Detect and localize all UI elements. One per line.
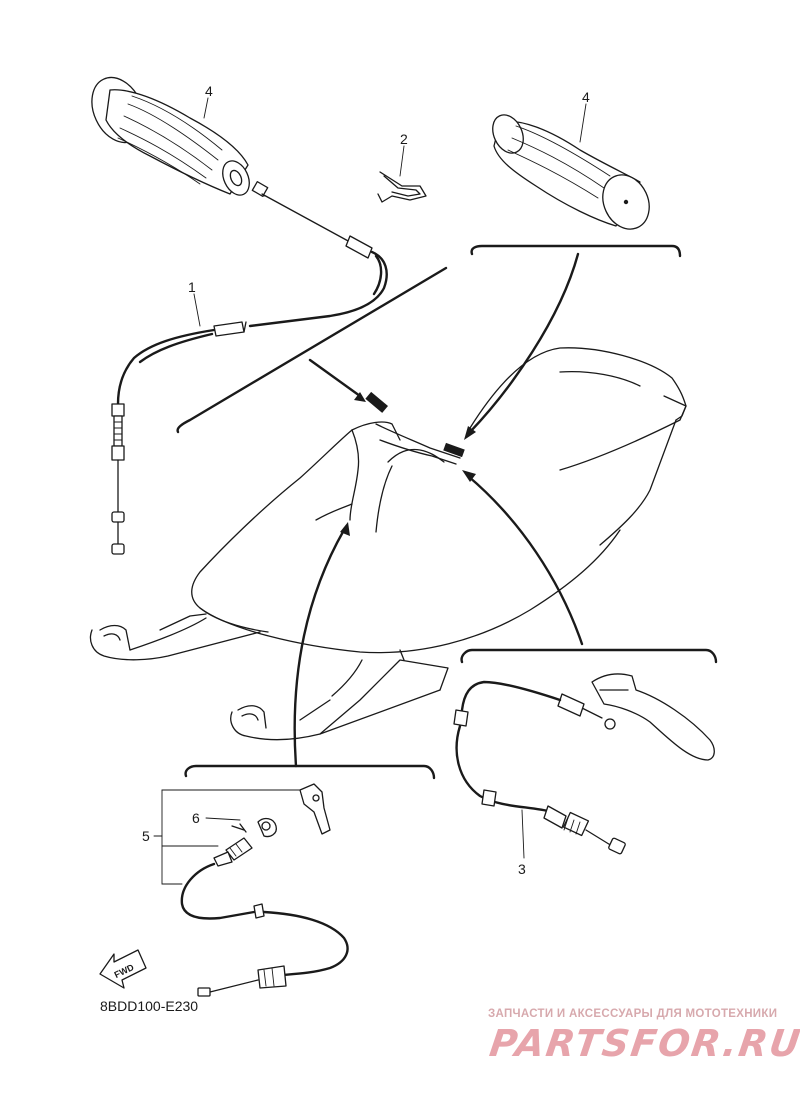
watermark-logo: PARTSFOR.RU	[486, 1022, 800, 1065]
callout-5: 5	[142, 828, 150, 844]
watermark-tagline: ЗАПЧАСТИ И АКСЕССУАРЫ ДЛЯ МОТОТЕХНИКИ	[488, 1008, 778, 1020]
fwd-arrow-icon: FWD	[99, 949, 147, 989]
choke-cable	[180, 783, 349, 997]
cable-clip	[377, 171, 427, 203]
throttle-cable	[111, 181, 388, 555]
snowmobile-body	[89, 347, 687, 741]
pointer-arrows	[293, 252, 584, 768]
left-grip	[91, 76, 250, 196]
callout-4-right: 4	[582, 89, 590, 105]
handlebar-cable-ends	[365, 391, 465, 458]
callouts: 1 2 3 4 4 5 6	[142, 83, 590, 877]
callout-4-left: 4	[205, 83, 213, 99]
callout-2: 2	[400, 131, 408, 147]
right-grip	[492, 114, 650, 230]
callout-3: 3	[518, 861, 526, 877]
diagram-code: 8BDD100-E230	[100, 998, 199, 1014]
grouping-brackets	[176, 244, 718, 780]
callout-1: 1	[188, 279, 196, 295]
leader-lines	[153, 97, 587, 885]
brake-cable	[453, 673, 715, 855]
callout-6: 6	[192, 810, 200, 826]
